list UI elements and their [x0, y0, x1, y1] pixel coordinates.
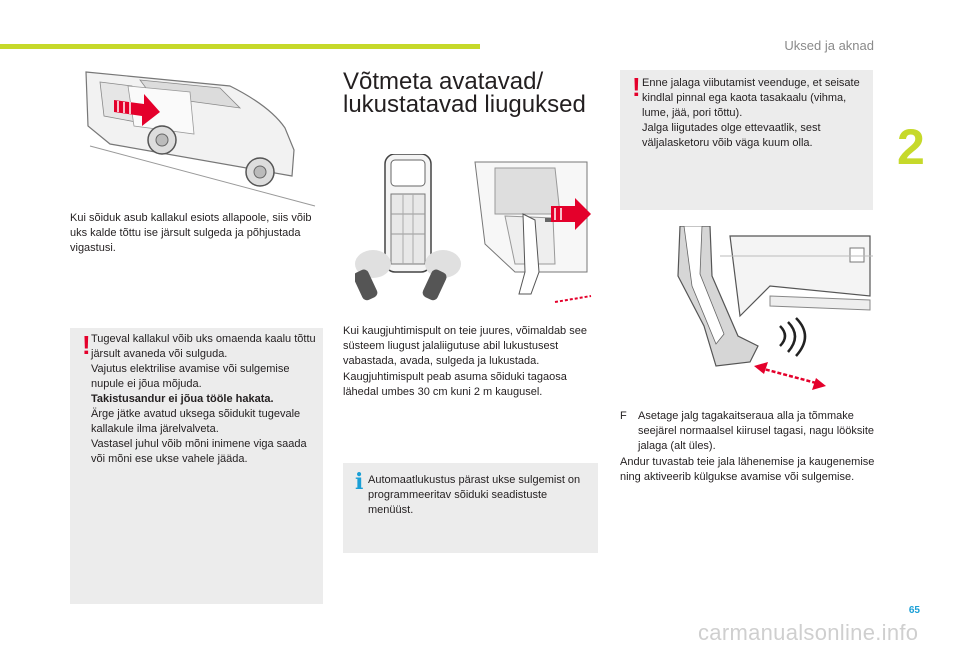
section-title-line: lukustatavad liuguksed [343, 91, 586, 118]
section-title: Võtmeta avatavad/ lukustatavad liuguksed [343, 68, 603, 118]
header-accent-bar [0, 44, 480, 49]
keyless-para-2: Kaugjuhtimispult peab asuma sõiduki taga… [343, 370, 567, 398]
slope-warning-box: ! Tugeval kallakul võib uks omaenda kaal… [70, 328, 323, 604]
sliding-door-illustration [355, 154, 595, 304]
section-title-line: Võtmeta avatavad/ [343, 68, 544, 95]
arrow-right-icon [114, 94, 160, 126]
slope-intro-text: Kui sõiduk asub kallakul esiots allapool… [70, 212, 312, 255]
sensor-description: Andur tuvastab teie jala lähenemise ja k… [620, 455, 875, 483]
foot-gesture-illustration [620, 226, 873, 398]
keyless-description: Kui kaugjuhtimispult on teie juures, või… [343, 324, 598, 400]
autolock-info-box: i Automaatlukustus pärast ukse sulgemist… [343, 463, 598, 553]
info-text: Automaatlukustus pärast ukse sulgemist o… [368, 474, 581, 516]
step-text: Asetage jalg tagakaitseraua alla ja tõmm… [638, 410, 875, 453]
warning-exclamation-icon: ! [82, 330, 91, 360]
step-item: F Asetage jalg tagakaitseraua alla ja tõ… [620, 409, 875, 455]
warning-line: Enne jalaga viibutamist veenduge, et sei… [642, 77, 860, 119]
section-header: Uksed ja aknad [784, 38, 874, 53]
warning-line: Vastasel juhul võib mõni inimene viga sa… [91, 438, 307, 465]
remote-key-icon [355, 269, 447, 301]
keyless-para-1: Kui kaugjuhtimispult on teie juures, või… [343, 325, 587, 368]
foot-warning-box: ! Enne jalaga viibutamist veenduge, et s… [620, 70, 873, 210]
page-number: 65 [908, 605, 920, 616]
step-marker: F [620, 410, 627, 422]
info-icon: i [355, 469, 364, 495]
warning-line: Tugeval kallakul võib uks omaenda kaalu … [91, 333, 316, 360]
watermark: carmanualsonline.info [698, 620, 919, 645]
warning-exclamation-icon: ! [632, 72, 641, 102]
warning-line: Jalga liigutades olge ettevaatlik, sest … [642, 122, 821, 149]
van-slope-illustration [70, 66, 318, 208]
chapter-number: 2 [897, 119, 925, 175]
warning-line-bold: Takistusandur ei jõua tööle hakata. [91, 393, 274, 405]
warning-line: Ärge jätke avatud uksega sõidukit tugeva… [91, 408, 301, 435]
gesture-instructions: F Asetage jalg tagakaitseraua alla ja tõ… [620, 409, 875, 485]
warning-line: Vajutus elektrilise avamise või sulgemis… [91, 363, 290, 390]
